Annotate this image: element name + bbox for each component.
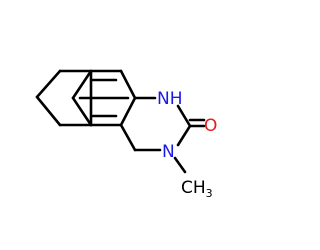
aromatic-ring [71, 69, 157, 127]
bond [119, 96, 137, 127]
cycloalkane-ring [35, 69, 93, 127]
bond [119, 123, 137, 152]
bond [173, 156, 187, 174]
bond [176, 124, 192, 147]
atom-label-ch3: CH3 [181, 178, 213, 200]
urea-ring [119, 104, 206, 174]
atom-labels: NH N O CH3 [157, 89, 217, 200]
bond [35, 95, 62, 127]
atom-label-nh: NH [157, 89, 183, 109]
bond [71, 96, 93, 127]
bond [176, 104, 192, 128]
bond [71, 69, 93, 100]
atom-label-ch3-subscript: 3 [206, 187, 213, 200]
atom-label-ch3-main: CH [181, 178, 206, 198]
bond [119, 69, 137, 100]
molecule-structure-diagram: NH N O CH3 [35, 69, 217, 200]
atom-label-o: O [204, 116, 217, 136]
atom-label-n: N [162, 142, 175, 162]
bond [35, 69, 62, 99]
